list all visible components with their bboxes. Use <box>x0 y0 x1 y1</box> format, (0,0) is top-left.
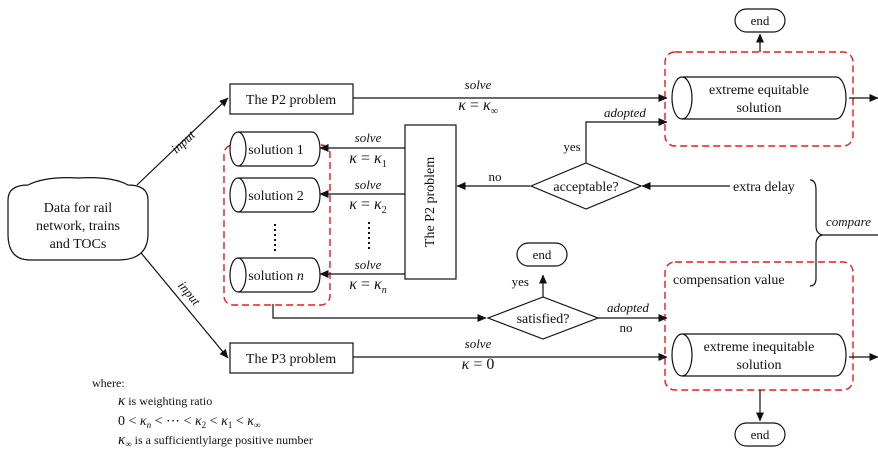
data-input-text-line-3: and TOCs <box>50 237 107 252</box>
legend-line-3: κ∞ is a sufficientlylarge positive numbe… <box>118 432 313 449</box>
inequitable-group-outline <box>664 261 854 391</box>
p2-problem-vertical-label: The P2 problem <box>423 157 438 247</box>
solve-label-n: solve <box>355 257 382 272</box>
acceptable-decision-label: acceptable? <box>553 180 618 195</box>
extreme-equitable-label-line-1: extreme equitable <box>709 83 809 98</box>
end-terminal-middle <box>516 242 568 267</box>
edge-acceptable-yes <box>585 118 668 163</box>
end-middle-label: end <box>533 247 552 262</box>
legend-line-2: 0 < κn < ⋯ < κ2 < κ1 < κ∞ <box>118 414 260 430</box>
end-terminal-top <box>734 8 786 33</box>
formula-kappa-2: κ = κ2 <box>349 196 386 216</box>
solution-2-drum <box>229 177 321 213</box>
formula-kappa-1: κ = κ1 <box>349 150 386 170</box>
solution-1-drum <box>229 131 321 167</box>
solve-label-1: solve <box>355 130 382 145</box>
edge-data-to-p3 <box>136 247 229 359</box>
solution-1-label: solution 1 <box>248 143 304 158</box>
p3-problem-box <box>229 342 354 374</box>
solve-label-2: solve <box>355 177 382 192</box>
extreme-equitable-label-line-2: solution <box>736 101 781 116</box>
satisfied-decision-diamond <box>486 296 600 340</box>
extreme-inequitable-label-line-1: extreme inequitable <box>704 340 815 355</box>
data-input-cloud <box>7 177 149 261</box>
acceptable-decision-diamond <box>529 162 643 210</box>
edge-data-to-p2 <box>136 97 229 186</box>
extreme-inequitable-label-line-2: solution <box>736 358 781 373</box>
formula-kappa-n: κ = κn <box>349 276 386 296</box>
compare-label: compare <box>826 214 871 229</box>
solution-n-label: solution n <box>248 269 304 284</box>
solution-2-label: solution 2 <box>248 189 304 204</box>
satisfied-decision-label: satisfied? <box>517 312 570 327</box>
formula-kappa-zero: κ = 0 <box>462 356 495 373</box>
equitable-group-outline <box>664 51 854 147</box>
no-label-acceptable: no <box>489 169 502 184</box>
solve-label-p2: solve <box>465 77 492 92</box>
end-bottom-label: end <box>751 427 770 442</box>
solve-label-p3: solve <box>465 336 492 351</box>
legend-where: where: <box>92 376 125 390</box>
adopted-label-top: adopted <box>604 105 646 120</box>
adopted-label-bottom: adopted <box>607 300 649 315</box>
formula-kappa-infinity: κ = κ∞ <box>458 97 498 117</box>
data-input-text-line-1: Data for rail <box>44 201 113 216</box>
data-input-text-line-2: network, trains <box>36 219 120 234</box>
legend-line-1: κ is weighting ratio <box>118 393 212 409</box>
no-label-satisfied: no <box>620 320 633 335</box>
solution-n-drum <box>229 257 321 293</box>
compensation-value-label: compensation value <box>673 273 785 288</box>
yes-label-satisfied: yes <box>512 274 529 289</box>
extra-delay-label: extra delay <box>733 180 795 195</box>
input-label-lower: input <box>175 278 204 308</box>
p3-problem-label: The P3 problem <box>246 352 336 367</box>
edge-solutions-to-satisfied <box>272 304 487 322</box>
end-terminal-bottom <box>734 422 786 447</box>
yes-label-acceptable: yes <box>563 139 580 154</box>
extreme-inequitable-drum <box>671 333 847 377</box>
p2-problem-box <box>229 83 354 115</box>
p2-problem-vertical-box <box>404 124 457 280</box>
p2-problem-label: The P2 problem <box>246 93 336 108</box>
extreme-equitable-drum <box>671 76 847 120</box>
end-top-label: end <box>751 13 770 28</box>
compare-brace <box>809 179 824 287</box>
